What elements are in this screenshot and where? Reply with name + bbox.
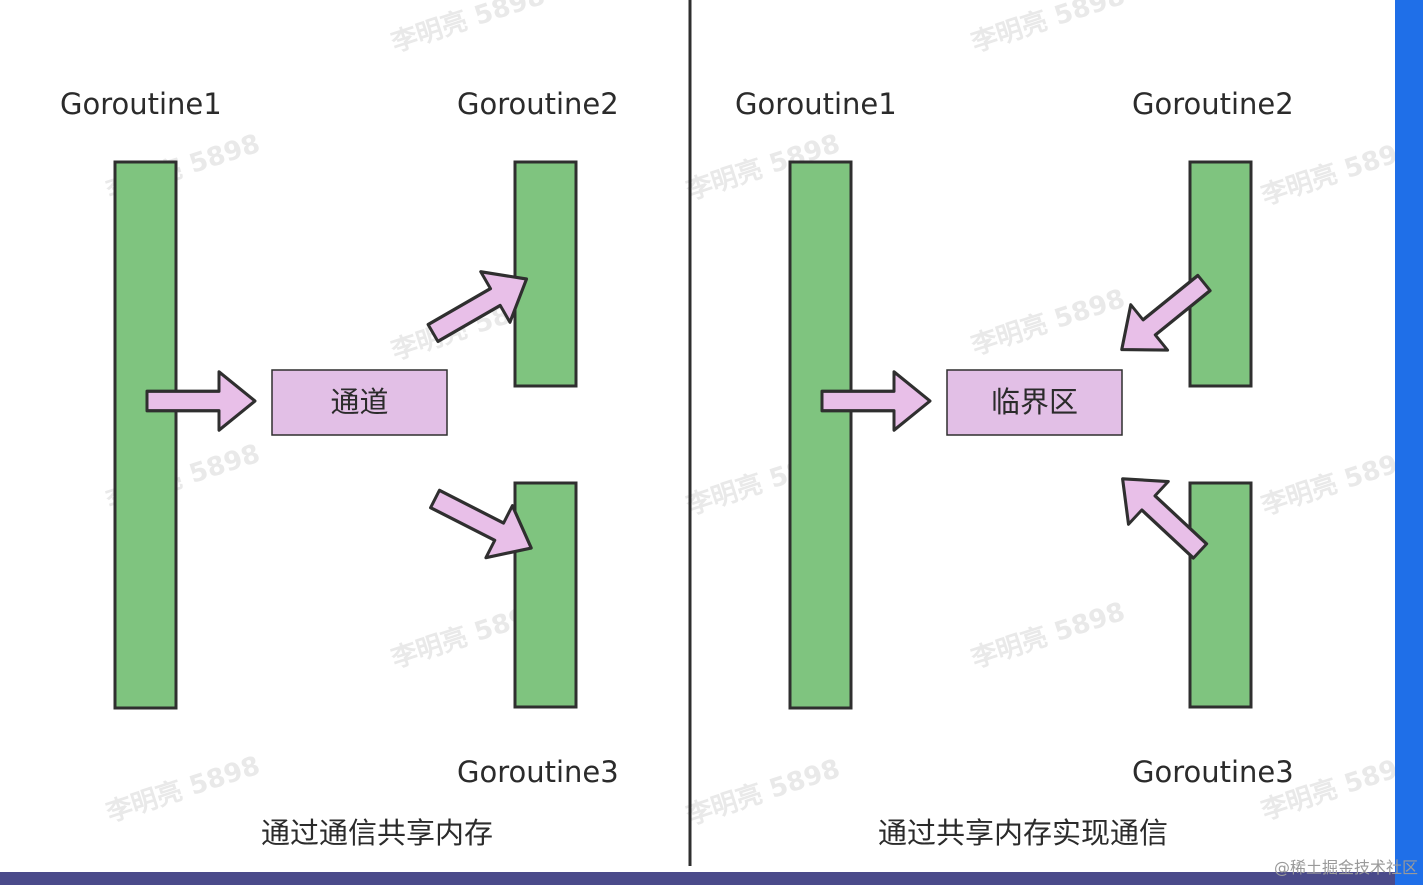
left-goroutine1-bar — [113, 160, 178, 710]
right-goroutine1-bar — [788, 160, 853, 710]
left-goroutine3-bar — [513, 481, 578, 709]
right-panel: Goroutine1 Goroutine2 Goroutine3 临界区 通过共… — [735, 87, 1294, 850]
left-panel: Goroutine1 Goroutine2 Goroutine3 通道 通过通信… — [60, 87, 619, 850]
right-g1-label: Goroutine1 — [735, 87, 897, 121]
right-goroutine3-bar — [1188, 481, 1253, 709]
right-goroutine2-bar — [1188, 160, 1253, 388]
left-caption: 通过通信共享内存 — [261, 816, 493, 850]
bottom-edge-strip — [0, 872, 1395, 885]
right-g2-label: Goroutine2 — [1132, 87, 1294, 121]
left-channel-box — [271, 369, 448, 436]
left-channel-box-label: 通道 — [330, 385, 388, 419]
left-g3-label: Goroutine3 — [457, 755, 619, 789]
right-caption: 通过共享内存实现通信 — [878, 816, 1168, 850]
left-g2-label: Goroutine2 — [457, 87, 619, 121]
right-critical-section-box — [946, 369, 1123, 436]
right-edge-strip — [1395, 0, 1423, 885]
right-g3-label: Goroutine3 — [1132, 755, 1294, 789]
left-goroutine2-bar — [513, 160, 578, 388]
left-g1-label: Goroutine1 — [60, 87, 222, 121]
right-critical-section-label: 临界区 — [991, 385, 1078, 419]
footer-credit: @稀土掘金技术社区 — [1274, 858, 1418, 877]
